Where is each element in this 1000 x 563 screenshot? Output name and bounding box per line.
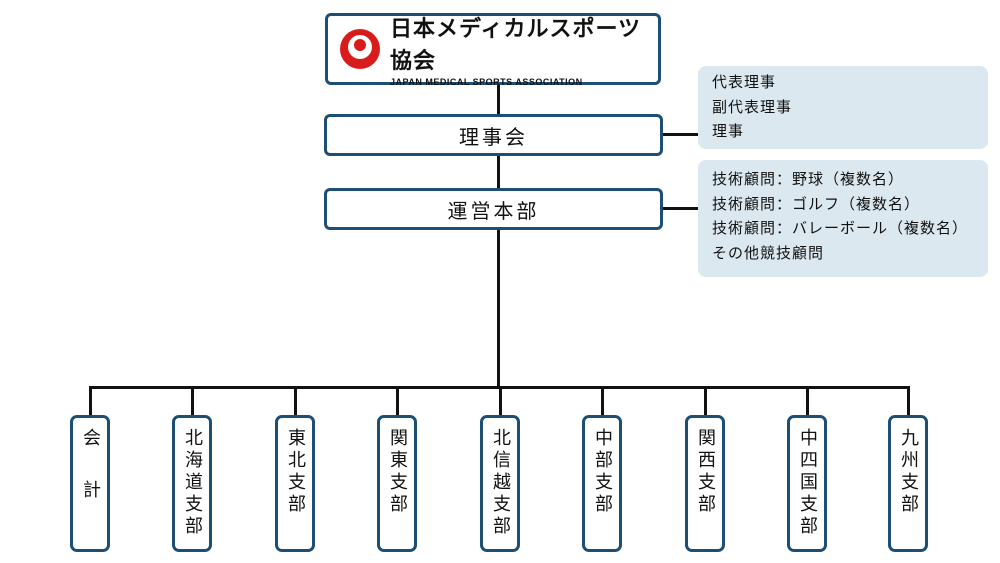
association-name-en: JAPAN MEDICAL SPORTS ASSOCIATION (390, 77, 583, 87)
association-name: 日本メディカルスポーツ協会 JAPAN MEDICAL SPORTS ASSOC… (390, 11, 658, 87)
branch-drop (191, 386, 194, 416)
advisor-item: 技術顧問：ゴルフ（複数名） (712, 194, 921, 213)
branch-drop (294, 386, 297, 416)
connector-board-operations (497, 156, 500, 188)
branch-label: 北海道支部 (182, 428, 203, 538)
branch-drop (601, 386, 604, 416)
branch-drop (499, 386, 502, 416)
board-role-item: 理事 (712, 122, 745, 140)
branch-label: 中四国支部 (797, 428, 818, 538)
board-label: 理事会 (459, 124, 528, 149)
board-role-item: 副代表理事 (712, 97, 793, 116)
branch-chushikoku: 中四国支部 (787, 415, 827, 552)
branch-label: 北信越支部 (490, 428, 511, 538)
connector-operations-advisors (663, 207, 699, 210)
advisor-item: 技術顧問：バレーボール（複数名） (712, 219, 969, 237)
branch-drop (396, 386, 399, 416)
branch-drop (806, 386, 809, 416)
association-logo-box: 日本メディカルスポーツ協会 JAPAN MEDICAL SPORTS ASSOC… (325, 11, 661, 87)
association-name-jp: 日本メディカルスポーツ協会 (390, 17, 642, 74)
advisor-item: その他競技顧問 (712, 243, 825, 262)
branch-label: 関西支部 (695, 428, 716, 516)
operations-label: 運営本部 (447, 198, 540, 223)
connector-logo-board (497, 85, 500, 114)
connector-operations-trunk (497, 230, 500, 388)
branch-label: 東北支部 (285, 428, 306, 516)
branch-kansai: 関西支部 (685, 415, 725, 552)
branch-kyushu: 九州支部 (888, 415, 928, 552)
branch-hokkaido: 北海道支部 (172, 415, 212, 552)
connector-board-roles (663, 133, 699, 136)
branch-drop (907, 386, 910, 416)
association-logo-icon (340, 29, 380, 69)
branch-label: 九州支部 (898, 428, 919, 516)
board-roles-panel: 代表理事 副代表理事 理事 (698, 66, 988, 149)
branch-drop (704, 386, 707, 416)
board-role-item: 代表理事 (712, 73, 777, 91)
branch-label: 関東支部 (387, 428, 408, 516)
branch-hokushinetsu: 北信越支部 (480, 415, 520, 552)
branch-label: 中部支部 (592, 428, 613, 516)
branch-label: 会計 (80, 428, 101, 532)
advisors-panel: 技術顧問：野球（複数名） 技術顧問：ゴルフ（複数名） 技術顧問：バレーボール（複… (698, 160, 988, 277)
branch-tohoku: 東北支部 (275, 415, 315, 552)
operations-box: 運営本部 (324, 188, 663, 230)
branch-chubu: 中部支部 (582, 415, 622, 552)
advisor-item: 技術顧問：野球（複数名） (712, 170, 905, 188)
branch-kanto: 関東支部 (377, 415, 417, 552)
board-box: 理事会 (324, 114, 663, 156)
branch-accounting: 会計 (70, 415, 110, 552)
branch-drop (89, 386, 92, 416)
